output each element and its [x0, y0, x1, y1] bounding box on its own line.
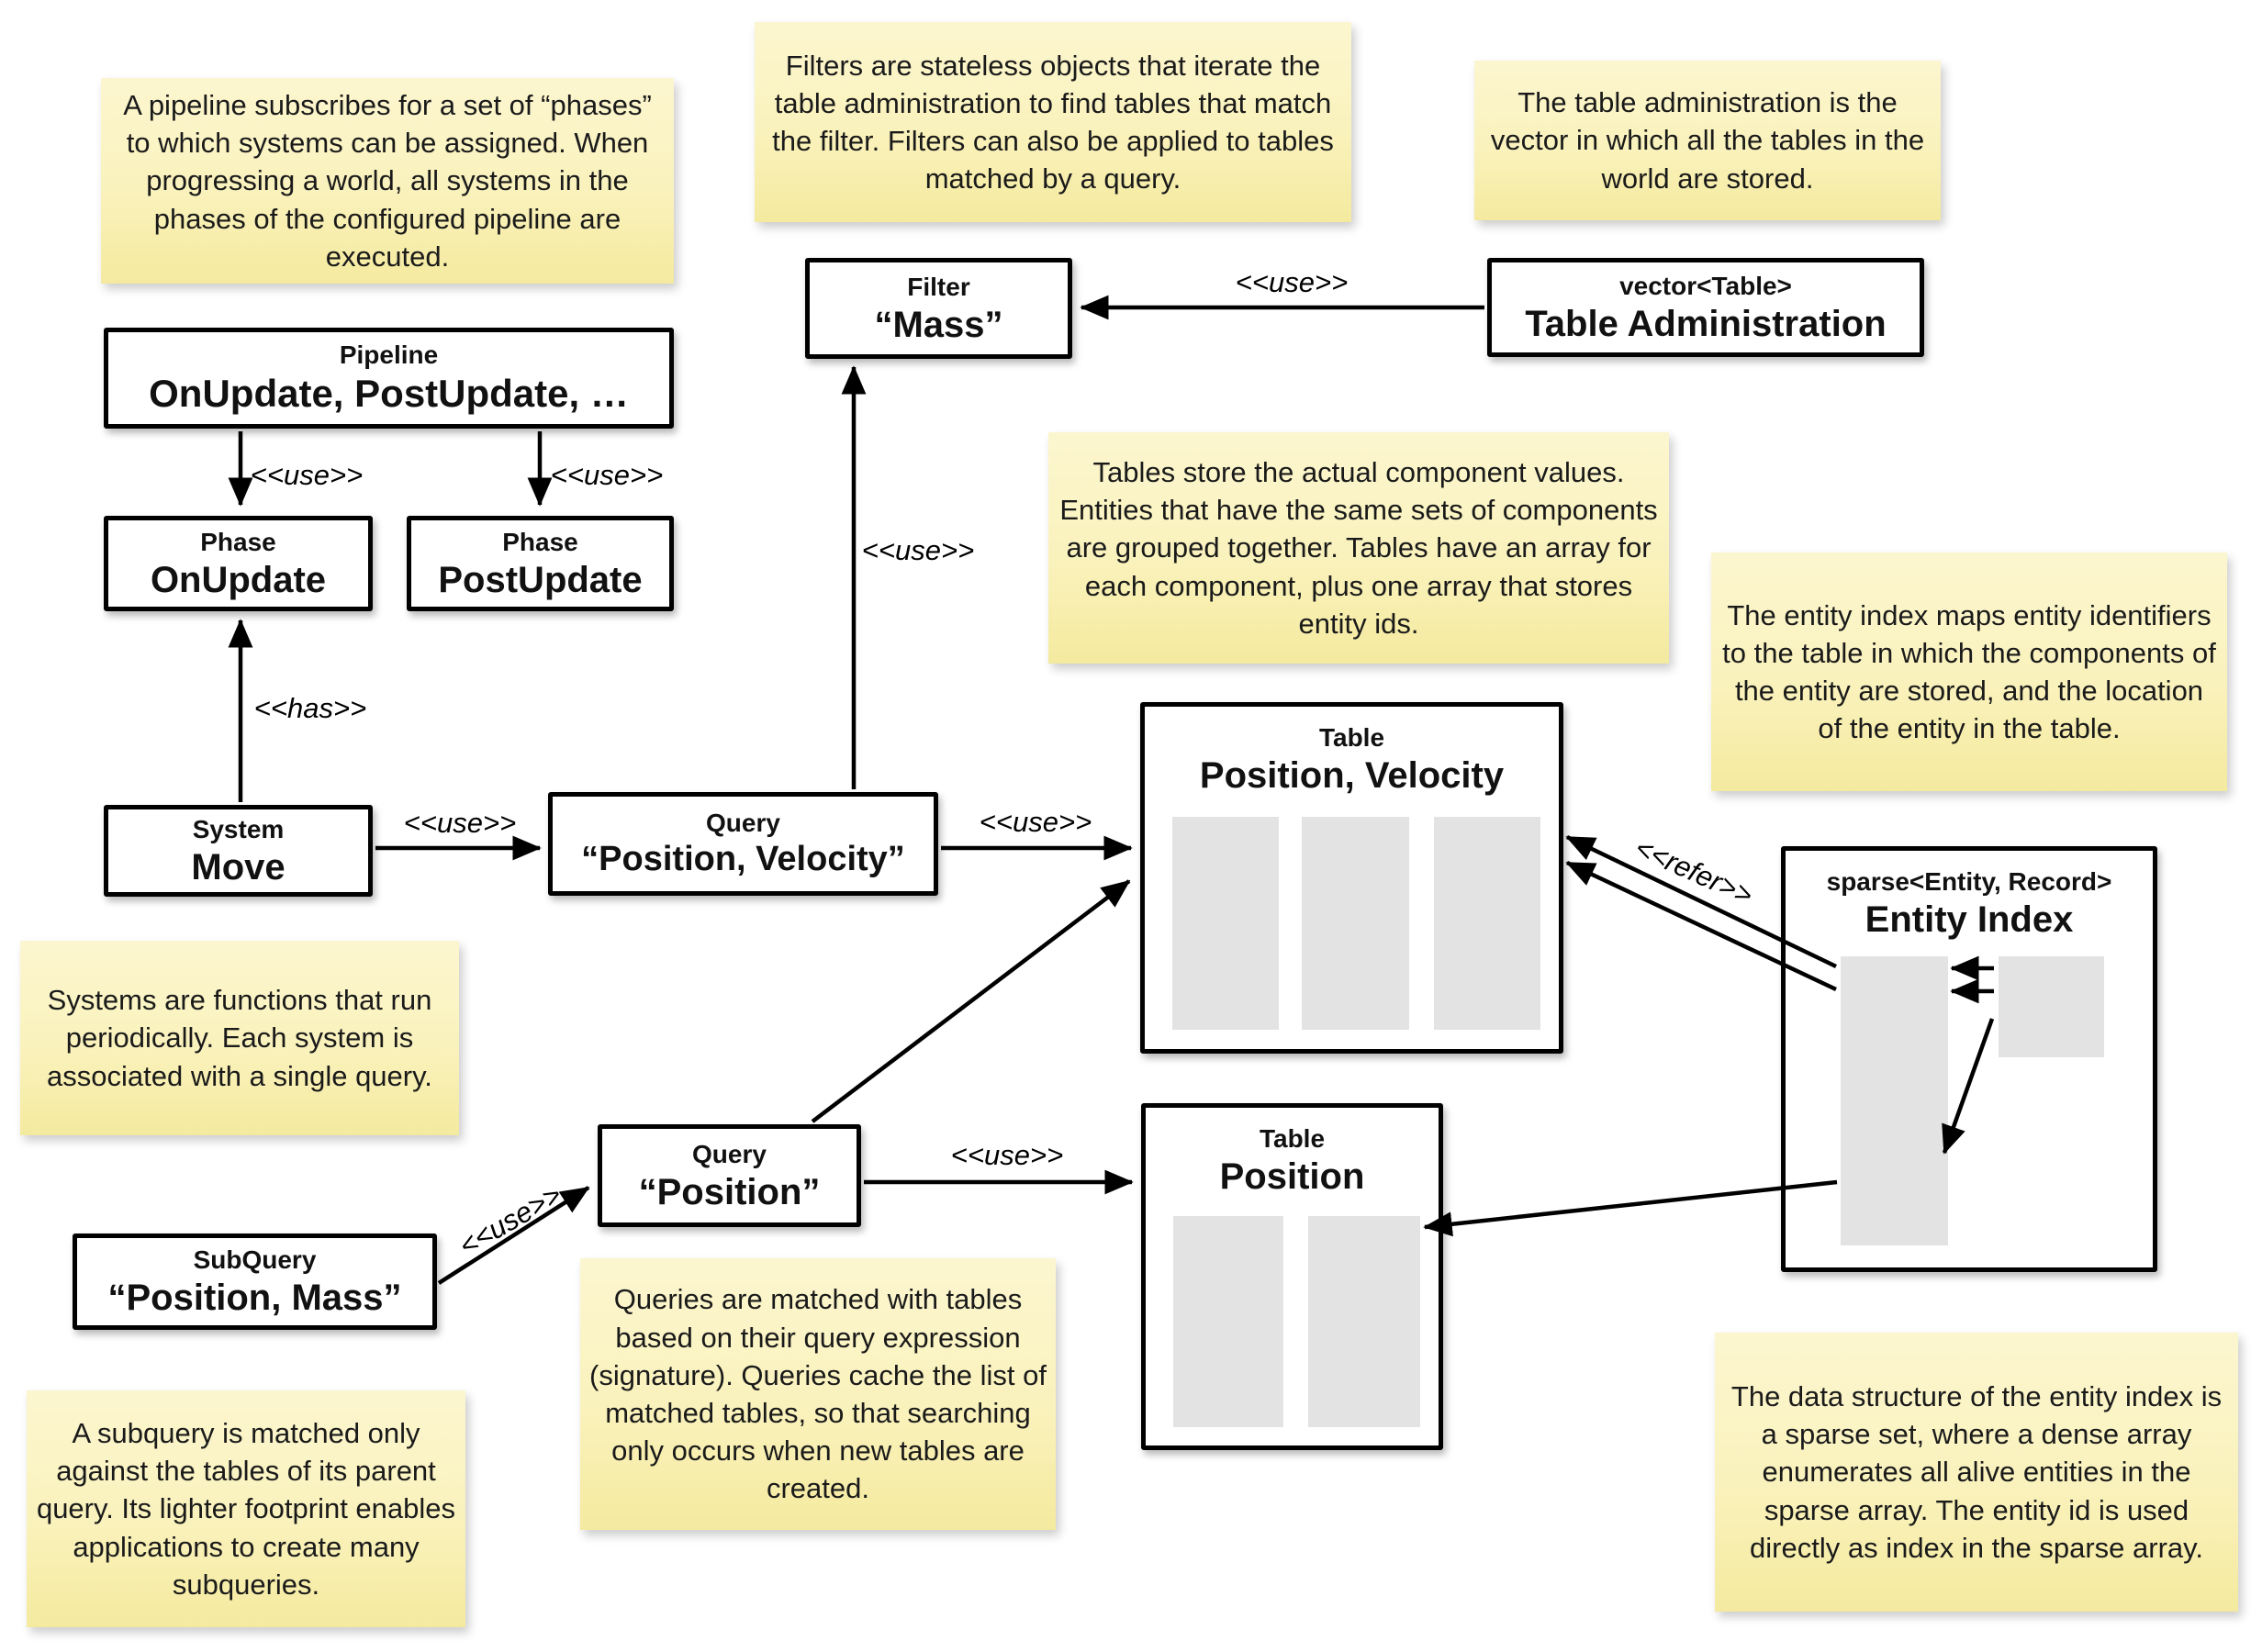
note-pipeline-text: A pipeline subscribes for a set of “phas…	[123, 88, 652, 273]
node-entity-index-name: Entity Index	[1864, 899, 2074, 940]
node-filter-mass-stereotype: Filter	[907, 272, 970, 301]
edge-query-pos-to-table-pv	[811, 879, 1131, 1123]
note-subquery: A subquery is matched only against the t…	[27, 1390, 465, 1627]
edge-label-use-pipeline-onupdate: <<use>>	[250, 459, 364, 491]
node-table-position-velocity: Table Position, Velocity	[1140, 702, 1563, 1054]
note-filters: Filters are stateless objects that itera…	[755, 22, 1351, 222]
node-pipeline-stereotype: Pipeline	[339, 340, 439, 370]
node-phase-postupdate-name: PostUpdate	[438, 559, 643, 600]
note-subquery-text: A subquery is matched only against the t…	[36, 1416, 456, 1601]
note-sparse-set-text: The data structure of the entity index i…	[1730, 1379, 2223, 1564]
component-array	[1173, 1216, 1283, 1427]
note-table-administration: The table administration is the vector i…	[1474, 61, 1941, 220]
edge-label-use-pipeline-postupdate: <<use>>	[550, 459, 664, 491]
node-table-administration: vector<Table> Table Administration	[1487, 258, 1924, 357]
node-filter-mass-name: “Mass”	[874, 304, 1003, 345]
note-queries-text: Queries are matched with tables based on…	[589, 1283, 1047, 1505]
node-query-position-velocity: Query “Position, Velocity”	[548, 792, 938, 896]
component-array	[1308, 1216, 1420, 1427]
node-table-position-velocity-name: Position, Velocity	[1199, 755, 1505, 796]
node-phase-onupdate-stereotype: Phase	[200, 527, 276, 556]
sparse-array	[1841, 956, 1948, 1245]
note-filters-text: Filters are stateless objects that itera…	[772, 49, 1334, 195]
note-systems: Systems are functions that run periodica…	[20, 941, 459, 1135]
node-query-position-velocity-name: “Position, Velocity”	[581, 840, 905, 879]
node-phase-postupdate-stereotype: Phase	[502, 527, 578, 556]
node-table-position-name: Position	[1219, 1156, 1365, 1197]
node-phase-onupdate: Phase OnUpdate	[104, 516, 373, 611]
edge-sparse-to-table-pos	[1423, 1179, 1838, 1237]
node-phase-postupdate: Phase PostUpdate	[407, 516, 674, 611]
node-table-position: Table Position	[1141, 1103, 1443, 1450]
component-array	[1434, 817, 1540, 1030]
node-table-position-velocity-stereotype: Table	[1318, 723, 1385, 752]
node-system-move-stereotype: System	[192, 814, 285, 843]
edge-label-use-admin-filter: <<use>>	[1235, 266, 1349, 298]
node-pipeline: Pipeline OnUpdate, PostUpdate, …	[104, 328, 674, 429]
node-system-move-name: Move	[191, 846, 286, 887]
note-entity-index: The entity index maps entity identifiers…	[1711, 553, 2227, 791]
node-phase-onupdate-name: OnUpdate	[150, 559, 327, 600]
note-tables-text: Tables store the actual component values…	[1059, 455, 1658, 640]
note-queries: Queries are matched with tables based on…	[580, 1258, 1056, 1530]
edge-label-use-query-filter: <<use>>	[861, 534, 975, 566]
node-table-position-stereotype: Table	[1259, 1124, 1326, 1153]
node-filter-mass: Filter “Mass”	[805, 258, 1072, 359]
note-systems-text: Systems are functions that run periodica…	[47, 984, 432, 1092]
component-array	[1302, 817, 1409, 1030]
edge-label-use-move-query: <<use>>	[403, 807, 517, 839]
dense-array	[1999, 956, 2104, 1057]
node-table-administration-name: Table Administration	[1525, 303, 1887, 344]
note-pipeline: A pipeline subscribes for a set of “phas…	[101, 78, 674, 284]
node-subquery-position-mass-stereotype: SubQuery	[193, 1245, 317, 1274]
node-system-move: System Move	[104, 805, 373, 897]
component-array	[1172, 817, 1279, 1030]
edge-label-use-query-tablepos: <<use>>	[950, 1139, 1064, 1171]
node-table-administration-stereotype: vector<Table>	[1619, 271, 1792, 300]
edge-label-use-subquery-query: <<use>>	[453, 1178, 567, 1263]
node-query-position-velocity-stereotype: Query	[706, 809, 780, 838]
node-query-position-name: “Position”	[638, 1171, 821, 1212]
edge-label-use-query-tablepv: <<use>>	[979, 806, 1092, 838]
node-subquery-position-mass-name: “Position, Mass”	[107, 1278, 402, 1318]
edge-label-refer-entityindex-table: <<refer>>	[1629, 831, 1758, 912]
note-tables: Tables store the actual component values…	[1048, 432, 1669, 664]
note-entity-index-text: The entity index maps entity identifiers…	[1722, 598, 2216, 745]
node-query-position-stereotype: Query	[692, 1139, 767, 1168]
node-entity-index: sparse<Entity, Record> Entity Index	[1781, 846, 2157, 1272]
node-query-position: Query “Position”	[598, 1124, 861, 1227]
node-entity-index-stereotype: sparse<Entity, Record>	[1826, 867, 2112, 896]
edge-label-has-move-onupdate: <<has>>	[253, 692, 367, 724]
note-sparse-set: The data structure of the entity index i…	[1715, 1333, 2238, 1612]
node-subquery-position-mass: SubQuery “Position, Mass”	[73, 1233, 437, 1330]
note-table-administration-text: The table administration is the vector i…	[1490, 86, 1925, 195]
node-pipeline-name: OnUpdate, PostUpdate, …	[149, 372, 629, 416]
